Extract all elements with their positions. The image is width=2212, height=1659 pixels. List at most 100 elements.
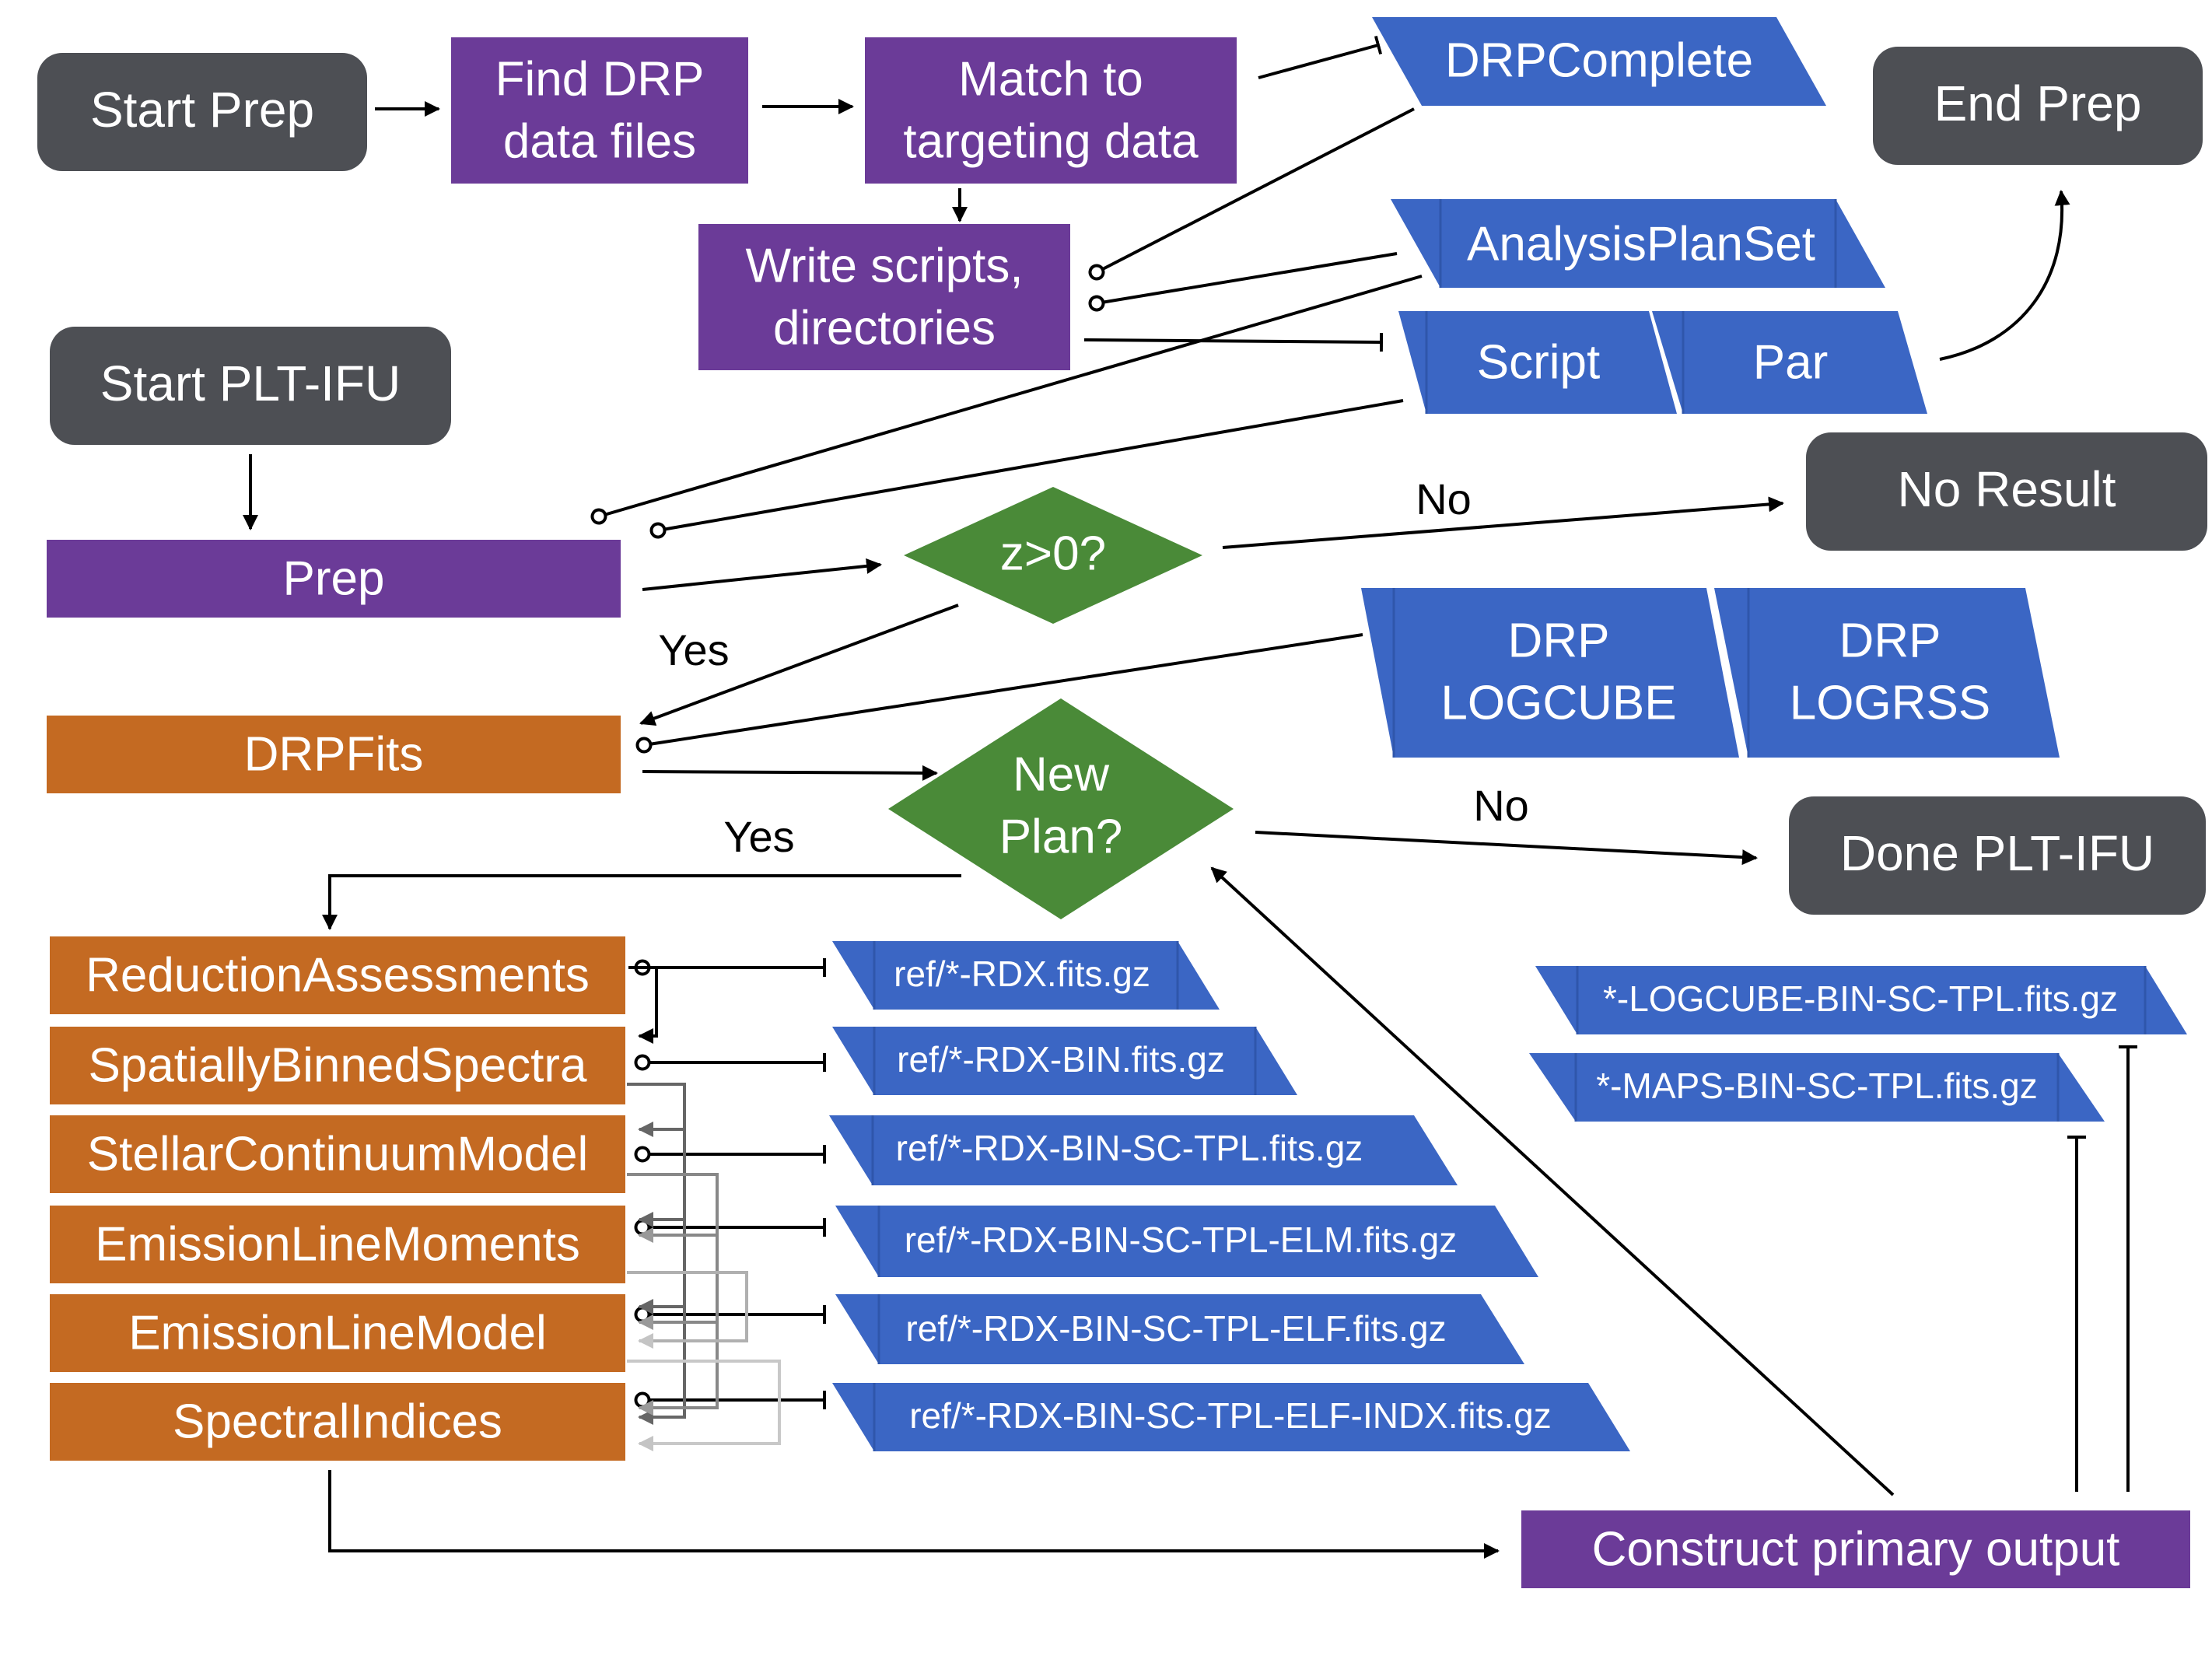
edge-script-to-prep — [649, 399, 1404, 539]
module-dependency-wiring — [627, 1083, 781, 1451]
data-label: Par — [1753, 335, 1828, 389]
wire-sbs-down — [627, 1083, 686, 1425]
process-label: Construct primary output — [1592, 1522, 2120, 1576]
ref-file-rdx-bin-sc-tpl: ref/*-RDX-BIN-SC-TPL.fits.gz — [829, 1115, 1458, 1185]
data-label: DRPComplete — [1445, 33, 1753, 87]
module-label: SpectralIndices — [173, 1395, 502, 1448]
terminal-label: No Result — [1898, 461, 2116, 517]
data-label-line2: LOGRSS — [1790, 676, 1990, 730]
module-stellar-continuum-model: StellarContinuumModel — [50, 1115, 625, 1193]
process-construct-output: Construct primary output — [1521, 1510, 2190, 1588]
data-analysis-plan-set: AnalysisPlanSet — [1391, 199, 1885, 288]
edge-ra-to-sbs — [628, 966, 658, 1044]
ref-file-label: ref/*-RDX-BIN-SC-TPL-ELF.fits.gz — [905, 1308, 1446, 1349]
edge-z-no — [1222, 496, 1784, 549]
wire-elm-down — [627, 1271, 748, 1349]
ref-file-label: ref/*-RDX-BIN-SC-TPL-ELF-INDX.fits.gz — [909, 1395, 1552, 1436]
edge-analysisplan-to-write — [1088, 252, 1398, 312]
data-logcube-output: *-LOGCUBE-BIN-SC-TPL.fits.gz — [1535, 966, 2187, 1034]
edge-newplan-yes — [322, 874, 961, 930]
process-label: Prep — [283, 551, 385, 605]
terminal-label: Start Prep — [90, 82, 314, 138]
module-emission-line-moments: EmissionLineMoments — [50, 1206, 625, 1283]
decision-label-line1: New — [1013, 747, 1109, 801]
edge-analysisplan-to-prep — [590, 275, 1423, 525]
module-label: DRPFits — [244, 727, 424, 781]
edge-indices-to-construct — [328, 1470, 1500, 1559]
ref-file-label: ref/*-RDX-BIN.fits.gz — [897, 1039, 1225, 1080]
data-label: AnalysisPlanSet — [1467, 217, 1815, 271]
ref-file-label: ref/*-RDX.fits.gz — [894, 954, 1150, 994]
process-label-line2: data files — [503, 114, 696, 168]
wire-elf-down — [627, 1360, 781, 1451]
edge-prep-to-z — [642, 558, 882, 591]
edge-label-plan-no: No — [1473, 781, 1529, 830]
terminal-start-pltifu: Start PLT-IFU — [50, 327, 451, 445]
wire-scm-down — [627, 1173, 719, 1416]
process-label-line2: directories — [773, 301, 996, 355]
data-script: Script — [1398, 311, 1677, 414]
module-label: StellarContinuumModel — [87, 1127, 588, 1181]
edge-label-z-yes: Yes — [658, 625, 729, 674]
edge-write-to-script — [1083, 332, 1384, 352]
data-label: *-MAPS-BIN-SC-TPL.fits.gz — [1596, 1066, 2037, 1106]
module-label: EmissionLineMoments — [95, 1217, 580, 1271]
decision-new-plan: New Plan? — [888, 698, 1234, 919]
decision-label: z>0? — [1000, 527, 1106, 580]
process-write-scripts: Write scripts, directories — [698, 224, 1070, 370]
process-label-line1: Find DRP — [495, 52, 705, 106]
module-spectral-indices: SpectralIndices — [50, 1383, 625, 1461]
ref-file-rdx-bin-sc-tpl-elf: ref/*-RDX-BIN-SC-TPL-ELF.fits.gz — [835, 1294, 1524, 1364]
data-label-line1: DRP — [1839, 614, 1941, 667]
terminal-end-prep: End Prep — [1873, 47, 2203, 165]
data-maps-output: *-MAPS-BIN-SC-TPL.fits.gz — [1529, 1053, 2105, 1122]
data-label-line2: LOGCUBE — [1440, 676, 1676, 730]
module-reduction-assessments: ReductionAssessments — [50, 936, 625, 1014]
edge-z-yes — [639, 604, 959, 726]
data-drp-logrss: DRP LOGRSS — [1714, 588, 2060, 758]
terminal-label: Start PLT-IFU — [100, 355, 401, 411]
data-label: Script — [1477, 335, 1600, 389]
edge-drpcube-to-drpfits — [635, 633, 1363, 754]
process-label-line1: Write scripts, — [745, 239, 1023, 292]
data-label: *-LOGCUBE-BIN-SC-TPL.fits.gz — [1603, 978, 2118, 1019]
data-drp-logcube: DRP LOGCUBE — [1361, 588, 1739, 758]
module-emission-line-model: EmissionLineModel — [50, 1294, 625, 1372]
decision-label-line2: Plan? — [999, 810, 1123, 863]
edge-par-to-endprep — [1939, 190, 2070, 361]
edge-newplan-no — [1255, 831, 1758, 866]
terminal-label: End Prep — [1934, 75, 2142, 131]
ref-file-rdx-bin: ref/*-RDX-BIN.fits.gz — [832, 1027, 1297, 1095]
connectors — [243, 35, 2137, 1559]
process-label-line2: targeting data — [903, 114, 1199, 168]
process-prep: Prep — [47, 540, 621, 618]
edge-drpfits-to-newplan — [642, 765, 938, 781]
decision-z-gt-0: z>0? — [904, 487, 1202, 624]
ref-file-rdx-bin-sc-tpl-elm: ref/*-RDX-BIN-SC-TPL-ELM.fits.gz — [835, 1206, 1538, 1277]
data-label-line1: DRP — [1508, 614, 1610, 667]
edge-construct-to-newplan — [1210, 866, 1895, 1496]
edge-drpcomplete-to-write — [1088, 107, 1415, 281]
ref-file-rdx: ref/*-RDX.fits.gz — [832, 941, 1220, 1010]
edge-match-to-drpcomplete — [1258, 35, 1383, 79]
process-match-targeting: Match to targeting data — [865, 37, 1237, 184]
ref-file-label: ref/*-RDX-BIN-SC-TPL.fits.gz — [896, 1128, 1363, 1168]
ref-file-rdx-bin-sc-tpl-elf-indx: ref/*-RDX-BIN-SC-TPL-ELF-INDX.fits.gz — [832, 1383, 1630, 1451]
data-par: Par — [1652, 311, 1927, 414]
terminal-done-pltifu: Done PLT-IFU — [1789, 796, 2206, 915]
edge-label-plan-yes: Yes — [723, 812, 794, 861]
module-label: ReductionAssessments — [86, 948, 590, 1002]
module-label: EmissionLineModel — [128, 1306, 547, 1360]
process-find-drp: Find DRP data files — [451, 37, 748, 184]
module-drpfits: DRPFits — [47, 716, 621, 793]
terminal-label: Done PLT-IFU — [1840, 825, 2154, 881]
terminal-no-result: No Result — [1806, 432, 2207, 551]
ref-file-label: ref/*-RDX-BIN-SC-TPL-ELM.fits.gz — [905, 1220, 1458, 1260]
process-label-line1: Match to — [958, 52, 1143, 106]
edge-label-z-no: No — [1416, 474, 1472, 523]
module-label: SpatiallyBinnedSpectra — [88, 1038, 587, 1092]
terminal-start-prep: Start Prep — [37, 53, 367, 171]
module-spatially-binned-spectra: SpatiallyBinnedSpectra — [50, 1027, 625, 1104]
data-drp-complete: DRPComplete — [1372, 17, 1826, 106]
